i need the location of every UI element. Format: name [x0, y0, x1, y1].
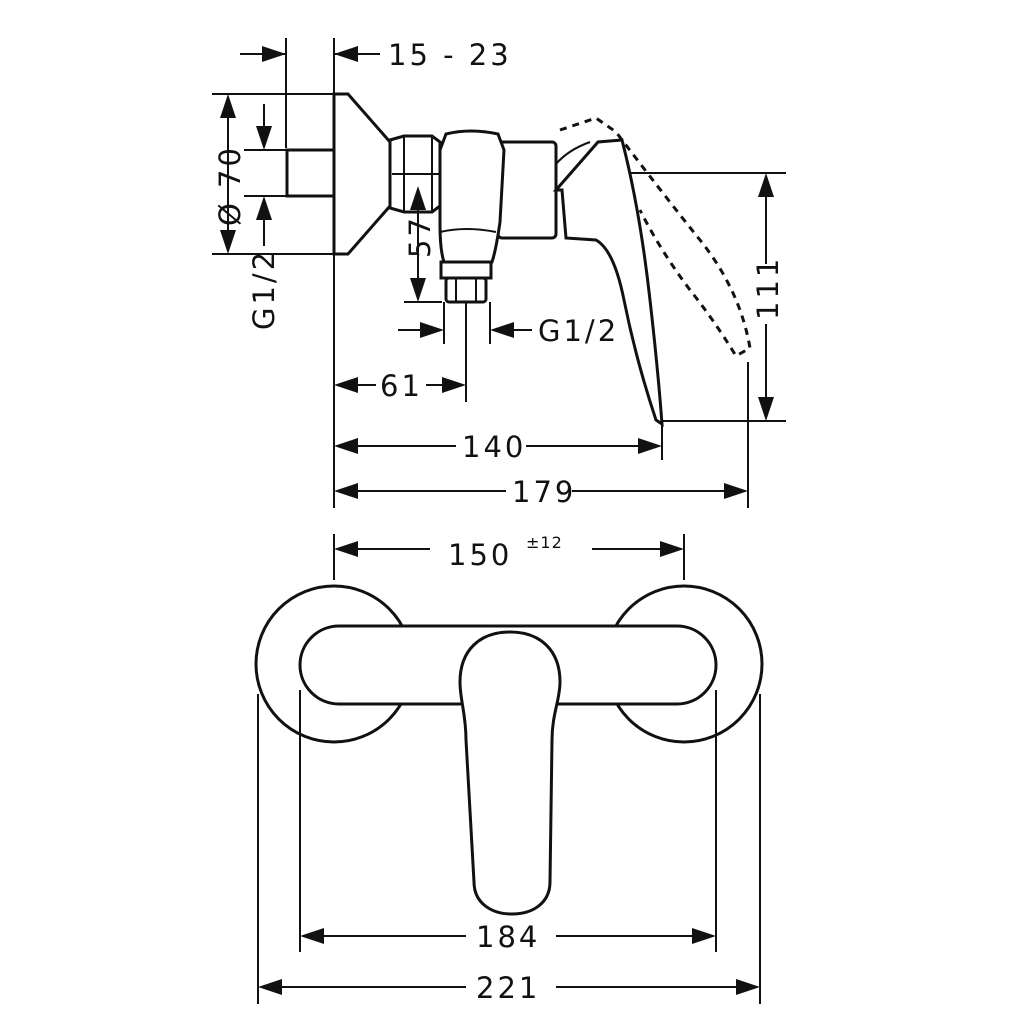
- dim-arrow: [442, 377, 466, 393]
- cartridge-housing: [496, 140, 558, 240]
- wall-flange: [332, 92, 392, 256]
- front-view: 150 ±12 184 221: [254, 533, 764, 1005]
- dim-label-outlet-thread: G1/2: [538, 314, 619, 348]
- dim-label-lever-reach-open: 179: [512, 475, 576, 509]
- dim-label-overall-width: 221: [476, 971, 540, 1005]
- dim-arrow: [334, 46, 358, 62]
- dim-arrow: [258, 979, 282, 995]
- dim-arrow: [334, 483, 358, 499]
- inlet-stub: [285, 148, 336, 198]
- outlet-nut: [444, 276, 488, 304]
- lever-open-position: [559, 116, 752, 359]
- lever-neck: [555, 141, 591, 165]
- dim-label-inlet-thread: G1/2: [247, 249, 281, 330]
- dim-arrow: [758, 173, 774, 197]
- dim-arrow: [262, 46, 286, 62]
- lever-handle[interactable]: [552, 138, 664, 427]
- dim-label-center-tolerance: ±12: [526, 533, 563, 552]
- dim-arrow: [300, 928, 324, 944]
- dim-arrow: [256, 126, 272, 150]
- dim-arrow: [334, 541, 358, 557]
- dim-arrow: [660, 541, 684, 557]
- dim-label-lever-height: 111: [751, 256, 785, 320]
- dim-arrow: [220, 94, 236, 118]
- dim-label-inner-width: 184: [476, 920, 540, 954]
- mixer-body: [438, 129, 506, 264]
- dim-label-center-distance: 150: [448, 538, 512, 572]
- dim-label-nut-depth: 15 - 23: [388, 38, 512, 72]
- dim-arrow: [256, 196, 272, 220]
- side-view: 15 - 23 Ø 70 G1/2 57 G1/2 61 1: [212, 38, 786, 509]
- dim-arrow: [736, 979, 760, 995]
- dim-label-outlet-drop: 57: [403, 215, 437, 258]
- body-contour: [439, 228, 497, 233]
- dim-arrow: [758, 397, 774, 421]
- dim-arrow: [724, 483, 748, 499]
- dim-arrow: [334, 438, 358, 454]
- dim-arrow: [410, 278, 426, 302]
- dim-arrow: [334, 377, 358, 393]
- dim-arrow: [420, 322, 444, 338]
- dim-arrow: [490, 322, 514, 338]
- dim-arrow: [692, 928, 716, 944]
- lever-handle-front[interactable]: [458, 630, 562, 916]
- outlet-collar: [439, 260, 493, 280]
- dim-arrow: [638, 438, 662, 454]
- dim-arrow: [220, 230, 236, 254]
- dim-label-lever-reach: 140: [462, 430, 526, 464]
- dim-label-outlet-offset: 61: [380, 369, 423, 403]
- dim-arrow: [410, 186, 426, 210]
- dim-label-flange-dia: Ø 70: [213, 145, 247, 226]
